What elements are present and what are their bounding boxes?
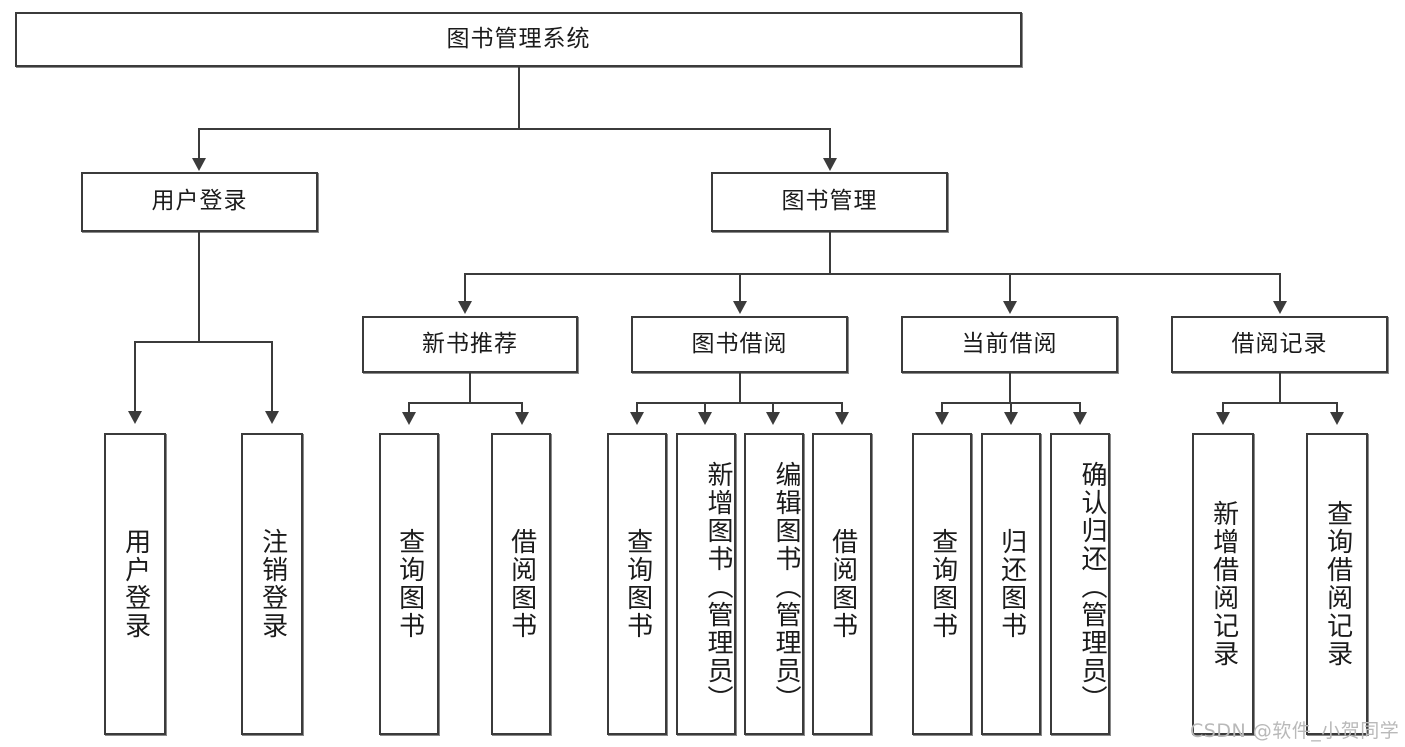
node-label: 图书借阅: [691, 330, 788, 357]
edge-user-login-drop-1: [134, 341, 136, 413]
edge-current-borrow-drop-2: [1010, 402, 1012, 414]
edge-to-book-mgmt: [829, 128, 831, 160]
edge-root-bus: [198, 128, 830, 130]
node-label: 查询借阅记录: [1322, 500, 1353, 668]
node-current-borrow[interactable]: 当前借阅: [901, 316, 1118, 373]
edge-new-book-bus: [408, 402, 522, 404]
arrowhead-book-borrow-leaf-1: [630, 412, 644, 425]
edge-book-mgmt-bus: [464, 273, 1280, 275]
node-label: 注销登录: [257, 528, 288, 640]
node-label: 用户登录: [120, 528, 151, 640]
edge-book-mgmt-drop-4: [1279, 273, 1281, 303]
edge-book-borrow-drop-4: [841, 402, 843, 414]
arrowhead-borrow-record: [1273, 301, 1287, 314]
node-label: 用户登录: [151, 188, 248, 215]
leaf-edit-book-admin[interactable]: 编辑图书（管理员）: [744, 433, 804, 735]
arrowhead-current-borrow-leaf-1: [935, 412, 949, 425]
leaf-add-borrow-record[interactable]: 新增借阅记录: [1192, 433, 1254, 735]
edge-book-borrow-drop-1: [636, 402, 638, 414]
edge-borrow-record-drop-2: [1336, 402, 1338, 414]
node-borrow-record[interactable]: 借阅记录: [1171, 316, 1388, 373]
arrowhead-borrow-record-leaf-2: [1330, 412, 1344, 425]
node-label: 查询图书: [394, 528, 425, 640]
node-label: 图书管理系统: [446, 25, 591, 52]
arrowhead-current-borrow-leaf-3: [1073, 412, 1087, 425]
node-label: 确认归还（管理员）: [1077, 461, 1107, 713]
node-user-login[interactable]: 用户登录: [81, 172, 318, 232]
node-label: 新增图书（管理员）: [703, 461, 733, 713]
leaf-return-books[interactable]: 归还图书: [981, 433, 1041, 735]
arrowhead-user-login-leaf-1: [128, 411, 142, 424]
edge-borrow-record-drop-1: [1222, 402, 1224, 414]
edge-to-user-login: [198, 128, 200, 160]
node-label: 当前借阅: [961, 330, 1058, 357]
arrowhead-current-borrow: [1003, 301, 1017, 314]
edge-user-login-bus: [134, 341, 271, 343]
edge-book-mgmt-drop-3: [1009, 273, 1011, 303]
arrowhead-new-book: [458, 301, 472, 314]
arrowhead-book-borrow-leaf-4: [835, 412, 849, 425]
edge-book-mgmt-drop-1: [464, 273, 466, 303]
node-book-management[interactable]: 图书管理: [711, 172, 948, 232]
arrowhead-current-borrow-leaf-2: [1004, 412, 1018, 425]
node-book-borrow[interactable]: 图书借阅: [631, 316, 848, 373]
csdn-watermark: CSDN @软件_小贺同学: [1190, 720, 1400, 742]
arrowhead-borrow-record-leaf-1: [1216, 412, 1230, 425]
leaf-query-books-borrow[interactable]: 查询图书: [607, 433, 667, 735]
node-new-book-recommend[interactable]: 新书推荐: [362, 316, 578, 373]
edge-root-stem: [518, 67, 520, 129]
edge-borrow-record-stem: [1279, 373, 1281, 403]
node-label: 新增借阅记录: [1208, 500, 1239, 668]
edge-new-book-stem: [469, 373, 471, 403]
leaf-query-books-current[interactable]: 查询图书: [912, 433, 972, 735]
node-root-system[interactable]: 图书管理系统: [15, 12, 1022, 67]
arrowhead-book-mgmt: [823, 158, 837, 171]
arrowhead-new-book-leaf-1: [402, 412, 416, 425]
edge-book-borrow-bus: [636, 402, 843, 404]
node-label: 新书推荐: [422, 330, 518, 357]
leaf-logout[interactable]: 注销登录: [241, 433, 303, 735]
leaf-borrow-books-new[interactable]: 借阅图书: [491, 433, 551, 735]
node-label: 查询图书: [927, 528, 958, 640]
node-label: 借阅图书: [827, 528, 858, 640]
leaf-query-borrow-record[interactable]: 查询借阅记录: [1306, 433, 1368, 735]
edge-book-borrow-drop-2: [704, 402, 706, 414]
edge-current-borrow-stem: [1009, 373, 1011, 403]
edge-borrow-record-bus: [1222, 402, 1337, 404]
arrowhead-book-borrow-leaf-3: [766, 412, 780, 425]
arrowhead-book-borrow-leaf-2: [698, 412, 712, 425]
arrowhead-user-login-leaf-2: [265, 411, 279, 424]
leaf-user-login[interactable]: 用户登录: [104, 433, 166, 735]
edge-new-book-drop-1: [408, 402, 410, 414]
edge-new-book-drop-2: [521, 402, 523, 414]
node-label: 借阅记录: [1231, 330, 1328, 357]
edge-current-borrow-drop-3: [1079, 402, 1081, 414]
leaf-borrow-books[interactable]: 借阅图书: [812, 433, 872, 735]
node-label: 查询图书: [622, 528, 653, 640]
edge-book-mgmt-drop-2: [739, 273, 741, 303]
edge-user-login-stem: [198, 232, 200, 342]
arrowhead-new-book-leaf-2: [515, 412, 529, 425]
edge-current-borrow-drop-1: [941, 402, 943, 414]
leaf-add-book-admin[interactable]: 新增图书（管理员）: [676, 433, 736, 735]
leaf-confirm-return-admin[interactable]: 确认归还（管理员）: [1050, 433, 1110, 735]
arrowhead-user-login: [192, 158, 206, 171]
node-label: 图书管理: [781, 188, 878, 215]
edge-book-borrow-drop-3: [772, 402, 774, 414]
node-label: 借阅图书: [506, 528, 537, 640]
edge-book-borrow-stem: [739, 373, 741, 403]
node-label: 归还图书: [996, 528, 1027, 640]
edge-book-mgmt-stem: [829, 232, 831, 274]
arrowhead-book-borrow: [733, 301, 747, 314]
edge-user-login-drop-2: [271, 341, 273, 413]
leaf-query-books-new[interactable]: 查询图书: [379, 433, 439, 735]
node-label: 编辑图书（管理员）: [771, 461, 801, 713]
